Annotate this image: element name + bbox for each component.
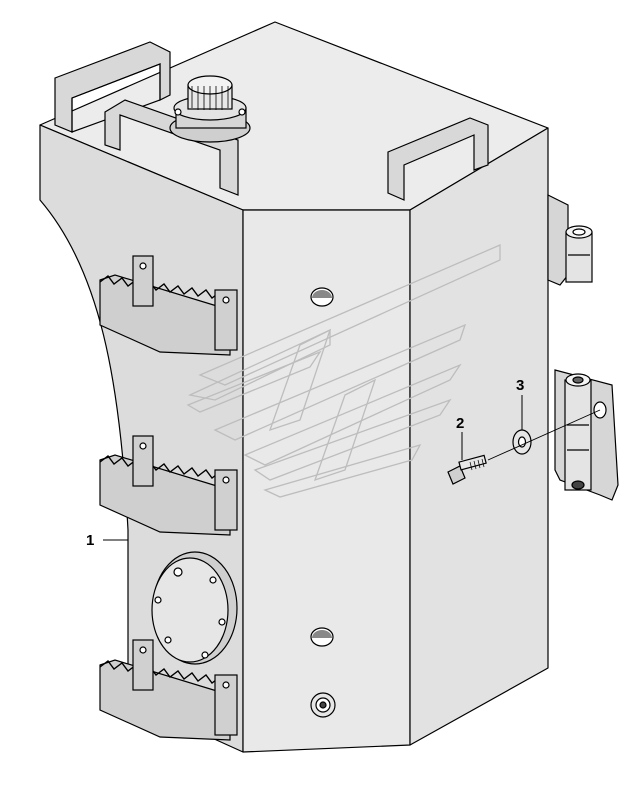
top-handle-right	[387, 117, 489, 201]
hinge-upper	[547, 194, 593, 286]
bolt-part-2	[447, 454, 487, 485]
callout-3: 3	[516, 377, 524, 394]
filler-cap	[169, 75, 251, 143]
hinge-lower	[554, 369, 619, 501]
callout-2: 2	[456, 415, 464, 432]
step-upper	[99, 255, 238, 356]
top-handle-left	[54, 41, 171, 133]
tank-right-face	[409, 127, 549, 746]
inspection-cover	[151, 551, 238, 665]
assembly-axis	[487, 409, 601, 461]
brand-logo-watermark	[186, 244, 501, 498]
leader-lines	[103, 395, 523, 541]
step-middle	[99, 435, 238, 536]
front-ports	[310, 287, 336, 718]
callout-1: 1	[86, 532, 94, 549]
step-lower	[99, 639, 238, 741]
